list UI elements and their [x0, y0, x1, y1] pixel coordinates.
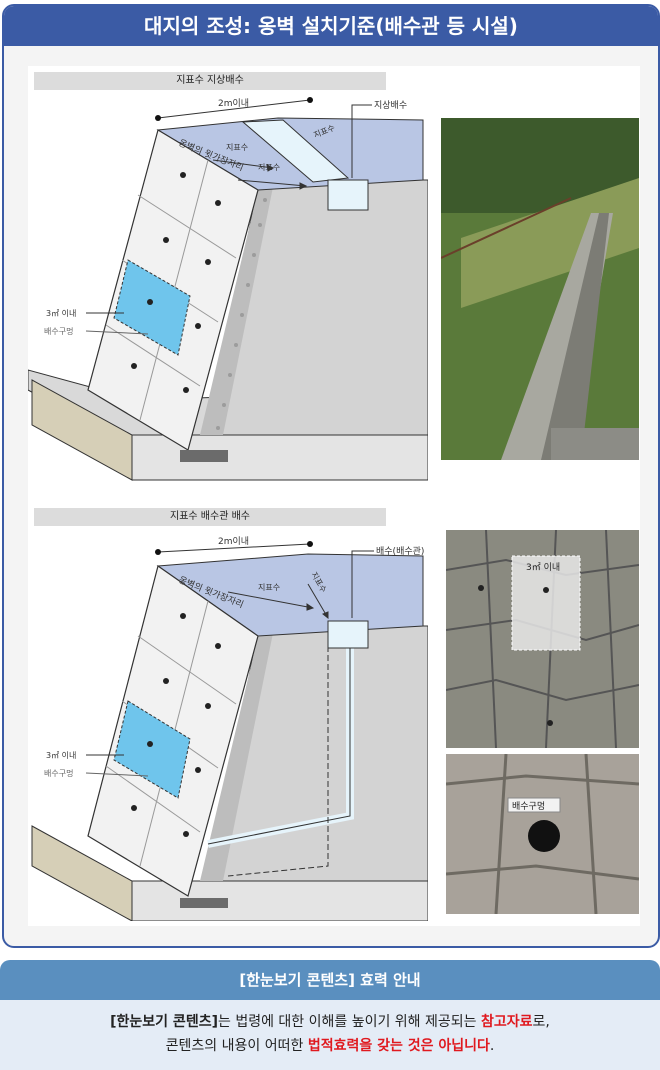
drain-channel-photo — [441, 118, 639, 460]
notice-line-2: 콘텐츠의 내용이 어떠한 법적효력을 갖는 것은 아닙니다. — [0, 1034, 660, 1058]
drain-hole-closeup-label: 배수구멍 — [512, 801, 545, 812]
page-title: 대지의 조성: 옹벽 설치기준(배수관 등 시설) — [4, 6, 658, 46]
section2-flow-label-1: 지표수 — [258, 583, 280, 592]
drain-inlet-box — [327, 620, 369, 649]
notice-heading: [한눈보기 콘텐츠] 효력 안내 — [0, 960, 660, 1000]
main-frame: 대지의 조성: 옹벽 설치기준(배수관 등 시설) 지표수 지상배수 — [2, 4, 660, 948]
section2-drain-label: 배수(배수관) — [376, 546, 424, 557]
drain-channel-top — [241, 119, 350, 183]
footing-2 — [180, 898, 228, 908]
gravel-layer — [200, 182, 274, 435]
gravel-layer-2 — [200, 628, 274, 881]
footing — [180, 450, 228, 462]
section2-width-label: 2m이내 — [218, 536, 249, 547]
content-panel: 지표수 지상배수 — [28, 66, 640, 926]
notice-reference-highlight: 참고자료 — [480, 1014, 533, 1030]
drain-holes — [131, 172, 221, 393]
section2-area-label: 3㎡ 이내 — [46, 750, 76, 760]
notice-text-1: 는 법령에 대한 이해를 높이기 위해 제공되는 — [217, 1014, 481, 1030]
drain-holes-2 — [131, 613, 221, 837]
stone-wall-photo: 3㎡ 이내 — [446, 530, 639, 748]
drainage-pipe-diagram: 2m이내 옹벽의 윗가장자리 지표수 지표수 배수(배수관) 3㎡ 이내 배수구… — [31, 536, 428, 921]
drain-hole-photo: 배수구멍 — [446, 754, 639, 914]
drain-area-3sqm-2 — [113, 700, 191, 799]
drain-area-3sqm — [113, 259, 191, 356]
drain-hole — [528, 820, 560, 852]
section1-area-label: 3㎡ 이내 — [46, 308, 76, 318]
notice-body: [한눈보기 콘텐츠]는 법령에 대한 이해를 높이기 위해 제공되는 참고자료로… — [0, 1000, 660, 1070]
ground-drain-box — [327, 179, 369, 211]
section2-hole-label: 배수구멍 — [44, 768, 73, 778]
notice-text-2: 로, — [532, 1014, 550, 1030]
notice-text-3: 콘텐츠의 내용이 어떠한 — [165, 1038, 308, 1054]
section1-width-label: 2m이내 — [218, 98, 249, 109]
notice-content-name: [한눈보기 콘텐츠] — [110, 1014, 218, 1030]
section1-drain-label: 지상배수 — [374, 100, 407, 111]
notice-line-1: [한눈보기 콘텐츠]는 법령에 대한 이해를 높이기 위해 제공되는 참고자료로… — [0, 1010, 660, 1034]
stone-wall-area-label: 3㎡ 이내 — [526, 562, 560, 573]
section1-hole-label: 배수구멍 — [44, 326, 73, 336]
notice-legal-effect-highlight: 법적효력을 갖는 것은 아닙니다 — [307, 1038, 490, 1054]
section2-label: 지표수 배수관 배수 — [34, 508, 386, 526]
section1-flow-label-1: 지표수 — [226, 143, 248, 152]
section1-label: 지표수 지상배수 — [34, 72, 386, 90]
notice-text-4: . — [489, 1038, 495, 1054]
ground-left-slab-2 — [31, 825, 133, 921]
surface-drainage-diagram: 2m이내 옹벽의 윗가장자리 지표수 지표수 지표수 지상배수 3㎡ 이내 배수… — [28, 97, 428, 481]
